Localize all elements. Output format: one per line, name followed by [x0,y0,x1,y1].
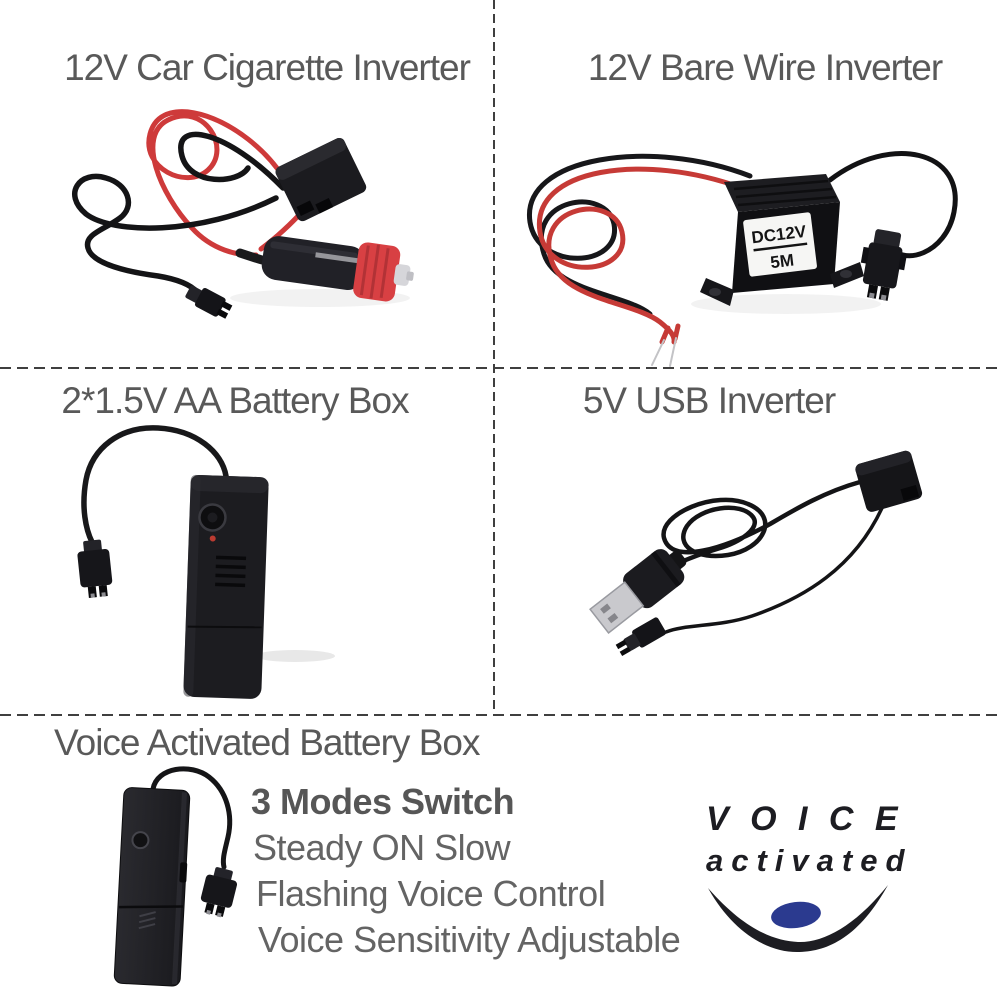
inverter-box-dc12v: DC12V 5M [700,174,864,306]
black-wire-loop [178,131,286,191]
red-wire [146,109,287,258]
usb-inverter-illustration [589,450,923,657]
output-wire-loop [827,151,958,259]
dashed-divider-horizontal-1 [0,367,1000,369]
aa-battery-box-illustration [77,425,335,699]
car-cigarette-inverter-illustration [72,109,414,319]
feature-steady-on: Steady ON Slow [253,827,511,868]
bare-wire-tips [651,337,677,367]
mode-switch [179,862,188,883]
sm-connector [185,285,233,319]
feature-flashing-voice: Flashing Voice Control [256,873,606,914]
label-5m-text: 5M [769,251,795,273]
voice-battery-box-title: Voice Activated Battery Box [54,722,480,763]
plug-tip [393,264,411,286]
usb-cable [637,479,863,589]
feature-modes-switch: 3 Modes Switch [251,781,515,822]
voice-logo-word: V O I C E [706,800,904,838]
sm-connector [200,867,238,918]
soft-shadow [255,650,335,662]
sm-connector [77,539,113,598]
inverter-box [855,450,923,512]
el-wire [72,173,279,295]
aa-battery-box-title: 2*1.5V AA Battery Box [61,380,409,421]
plug-red-cap [353,242,401,302]
box-shadow [691,294,881,314]
plug-cord [235,248,267,265]
voice-box-feature-list: 3 Modes Switch Steady ON Slow Flashing V… [251,779,681,963]
el-cable [150,766,233,870]
inverter-box [275,137,367,222]
sm-connector [615,617,666,657]
voice-logo-swoosh [708,885,888,952]
feature-sensitivity: Voice Sensitivity Adjustable [258,919,681,960]
voice-logo-subword: activated [706,843,913,878]
cigarette-plug [261,236,414,302]
red-wire-strand [258,211,303,252]
dashed-divider-vertical [493,0,495,714]
power-button [131,831,150,850]
red-input-wire [536,166,745,345]
bare-wire-inverter-illustration: DC12V 5M [527,151,958,367]
wire-insulation-ends [659,323,681,345]
sm-connector [860,229,907,301]
car-inverter-title: 12V Car Cigarette Inverter [64,47,471,88]
dashed-divider-horizontal-2 [0,714,1000,716]
bare-wire-inverter-title: 12V Bare Wire Inverter [587,47,943,88]
usb-metal-shell [589,581,645,634]
voice-battery-box-illustration [113,766,238,987]
swoosh-curve [708,885,888,952]
swoosh-ellipse [771,901,821,929]
led-indicator [209,535,216,542]
battery-box-body [113,787,191,987]
el-cable [81,425,229,545]
battery-box-body [183,474,269,699]
usb-inverter-title: 5V USB Inverter [582,380,836,421]
white-spec-label: DC12V 5M [743,212,817,277]
usb-plug [589,549,687,634]
